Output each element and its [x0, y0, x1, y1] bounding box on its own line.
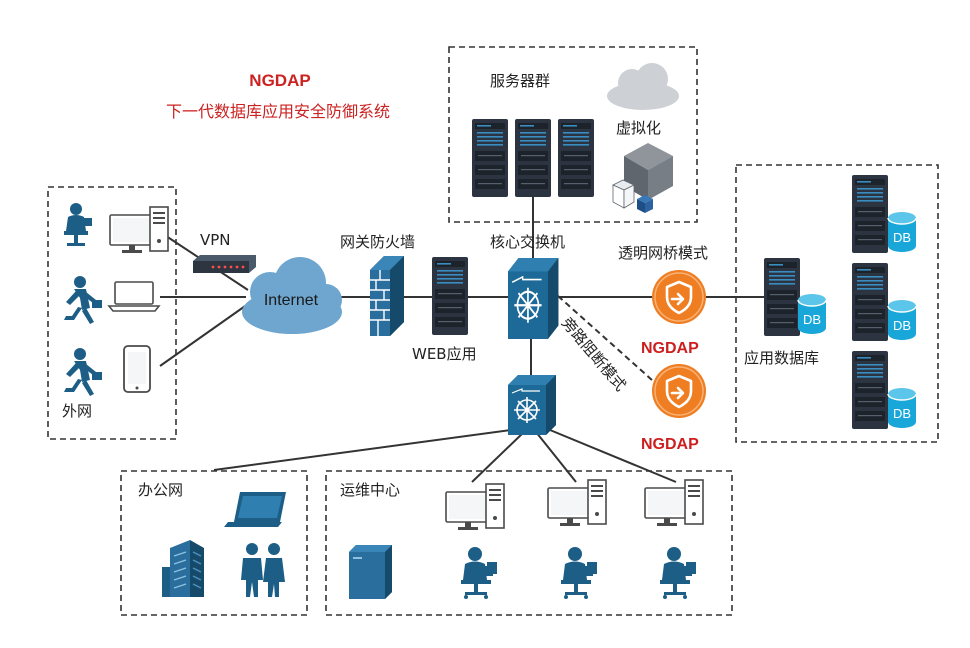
smartphone-icon: [123, 345, 151, 393]
external-net-label: 外网: [62, 402, 92, 420]
office-network-box: [120, 470, 308, 616]
operator-icon: [561, 547, 597, 599]
db-label: DB: [893, 406, 911, 421]
title-line2: 下一代数据库应用安全防御系统: [166, 102, 390, 121]
link-bypass: [557, 295, 653, 381]
virtualization-label: 虚拟化: [616, 119, 661, 137]
db-label: DB: [893, 230, 911, 245]
laptop-icon: [107, 281, 161, 312]
shield-icon: [650, 268, 708, 326]
desktop-computer-icon: [644, 479, 704, 527]
server-rack-icon: [558, 119, 594, 197]
office-building-icon: [162, 540, 204, 597]
server-cluster-box: [448, 46, 698, 223]
laptop-icon: [224, 492, 286, 527]
ngdap-bottom-label: NGDAP: [641, 436, 699, 453]
network-links: [159, 197, 766, 483]
cloud-icon: [607, 63, 679, 110]
gateway-firewall-label: 网关防火墙: [340, 233, 415, 251]
switch-icon: [507, 374, 557, 436]
server-rack-icon: [515, 119, 551, 197]
firewall-icon: [370, 256, 404, 336]
desktop-computer-icon: [109, 206, 169, 254]
server-rack-icon: [852, 351, 888, 429]
db-label: DB: [803, 312, 821, 327]
internet-label: Internet: [264, 292, 319, 309]
ops-center-box: [325, 470, 733, 616]
desktop-computer-icon: [547, 479, 607, 527]
vpn-label: VPN: [200, 231, 231, 249]
person-icon: [64, 348, 102, 396]
desktop-computer-icon: [445, 483, 505, 531]
link-access-ops3: [549, 429, 677, 483]
switch-icon: [506, 256, 560, 341]
link-phone-internet: [159, 303, 249, 367]
office-net-label: 办公网: [138, 481, 183, 499]
link-access-ops2: [535, 431, 577, 483]
server-rack-icon: [852, 175, 888, 253]
person-icon: [64, 276, 102, 324]
cloud-icon: [242, 257, 342, 334]
shield-icon: [650, 362, 708, 420]
operator-icon: [64, 203, 92, 246]
server-rack-icon: [432, 257, 468, 335]
virtual-cube-icon: [612, 143, 673, 213]
operator-icon: [660, 547, 696, 599]
server-rack-icon: [764, 258, 800, 336]
server-cluster-label: 服务器群: [490, 72, 550, 90]
server-rack-icon: [472, 119, 508, 197]
ops-center-label: 运维中心: [340, 481, 400, 499]
database-group-box: [735, 164, 939, 443]
server-rack-icon: [852, 263, 888, 341]
web-app-label: WEB应用: [412, 345, 477, 363]
vpn-device-icon: [193, 255, 256, 273]
db-label: DB: [893, 318, 911, 333]
ngdap-top-label: NGDAP: [641, 340, 699, 357]
external-network-box: [47, 186, 177, 440]
transparent-bridge-label: 透明网桥模式: [618, 244, 708, 262]
title-line1: NGDAP: [249, 71, 310, 90]
link-access-ops1: [471, 431, 525, 483]
storage-cabinet-icon: [349, 545, 392, 599]
operator-icon: [461, 547, 497, 599]
core-switch-label: 核心交换机: [490, 233, 565, 251]
link-access-office: [213, 429, 512, 471]
bypass-block-label: 旁路阻断模式: [558, 314, 630, 395]
person-icon: [241, 543, 285, 597]
app-database-label: 应用数据库: [744, 349, 819, 367]
